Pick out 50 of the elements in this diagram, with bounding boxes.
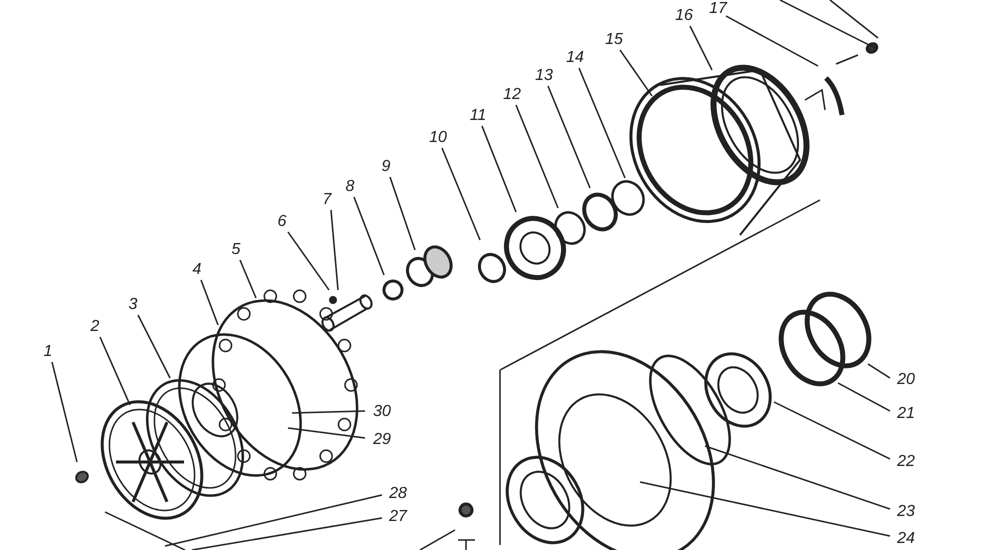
callout-number: 17 xyxy=(709,1,727,17)
leader-line xyxy=(726,15,818,67)
callout-number: 29 xyxy=(373,432,391,448)
callout-number: 6 xyxy=(278,214,286,230)
callout-number: 3 xyxy=(128,297,138,313)
leader-line xyxy=(192,517,382,550)
leader-line xyxy=(640,481,890,537)
leader-line xyxy=(515,104,559,208)
leader-line xyxy=(868,363,890,379)
leader-line xyxy=(137,314,171,378)
callout-number: 12 xyxy=(503,87,521,103)
leader-line xyxy=(578,68,626,178)
callout-number: 4 xyxy=(192,262,202,278)
callout-number: 9 xyxy=(382,159,390,175)
callout-number: 1 xyxy=(44,344,52,360)
callout-number: 7 xyxy=(322,192,332,208)
leader-line xyxy=(200,280,219,326)
callout-number: 2 xyxy=(90,319,100,335)
leader-line xyxy=(689,26,713,70)
callout-number: 13 xyxy=(535,68,553,84)
callout-number: 10 xyxy=(429,130,447,146)
leader-line xyxy=(51,362,78,462)
leader-line xyxy=(389,176,416,250)
callout-number: 24 xyxy=(897,531,915,547)
leader-line xyxy=(287,232,330,290)
leader-line xyxy=(619,50,653,96)
callout-number: 11 xyxy=(470,108,486,124)
leader-line xyxy=(164,494,382,547)
leader-line xyxy=(481,126,517,212)
leader-line xyxy=(99,336,131,406)
callout-number: 21 xyxy=(897,406,915,422)
leader-line xyxy=(441,148,481,240)
callout-number: 16 xyxy=(675,8,693,24)
callout-number: 20 xyxy=(897,372,915,388)
callout-number: 5 xyxy=(232,242,240,258)
callout-number: 23 xyxy=(897,504,915,520)
callout-number: 28 xyxy=(389,486,407,502)
callout-number: 27 xyxy=(389,509,407,525)
leader-line xyxy=(353,196,385,276)
callout-number: 22 xyxy=(897,454,915,470)
leader-line xyxy=(239,260,257,298)
leader-line xyxy=(330,210,339,290)
callout-number: 15 xyxy=(605,32,623,48)
leader-line xyxy=(838,382,890,412)
callout-number: 14 xyxy=(566,50,584,66)
callout-number: 30 xyxy=(373,404,391,420)
leader-line xyxy=(547,86,591,188)
leader-line xyxy=(704,445,890,510)
leader-line xyxy=(774,401,890,460)
callout-number: 8 xyxy=(346,179,354,195)
